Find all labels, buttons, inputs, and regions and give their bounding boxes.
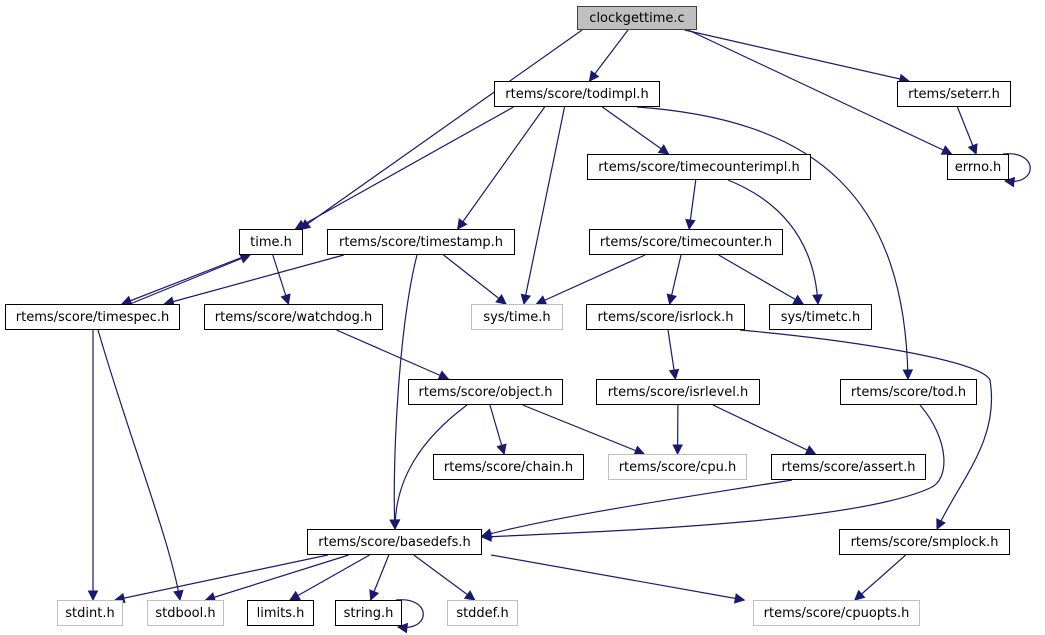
arrowhead-timecounter-to-isrlock	[666, 293, 677, 306]
arrowhead-timestamp-to-systime	[495, 293, 507, 305]
node-limits[interactable]: limits.h	[247, 600, 314, 626]
edge-timecounter-to-systime	[536, 254, 646, 305]
arrowhead-clockgettime-to-errno	[940, 145, 953, 155]
edge-errno-to-errno	[1002, 153, 1031, 183]
node-stddef: stddef.h	[447, 600, 518, 626]
node-seterr[interactable]: rtems/seterr.h	[897, 81, 1011, 107]
arrowhead-seterr-to-errno	[967, 143, 978, 156]
edge-time-to-timespec	[121, 254, 249, 305]
node-assert[interactable]: rtems/score/assert.h	[771, 454, 926, 480]
edge-string-to-string	[395, 599, 424, 629]
edge-timestamp-to-systime	[443, 254, 507, 305]
edge-basedefs-to-stdint	[114, 554, 329, 601]
edge-todimpl-to-time	[295, 106, 514, 230]
node-todimpl[interactable]: rtems/score/todimpl.h	[494, 81, 660, 107]
edge-timecounterimpl-to-systimetc	[727, 179, 819, 305]
node-chain[interactable]: rtems/score/chain.h	[433, 454, 584, 480]
edge-clockgettime-to-seterr	[684, 29, 909, 82]
edge-basedefs-to-stdbool	[205, 554, 349, 601]
edge-timespec-to-time	[129, 254, 251, 305]
node-tod[interactable]: rtems/score/tod.h	[840, 379, 977, 405]
arrowhead-object-to-chain	[496, 443, 507, 456]
edge-tod-to-basedefs	[481, 404, 945, 538]
arrowhead-isrlock-to-smplock	[936, 518, 946, 531]
edge-clockgettime-to-todimpl	[588, 29, 629, 82]
arrowhead-basedefs-to-limits	[289, 590, 301, 601]
edge-clockgettime-to-errno	[687, 29, 952, 155]
arrowhead-timespec-to-time	[239, 253, 252, 264]
arrowhead-basedefs-to-string	[369, 589, 380, 602]
arrowhead-basedefs-to-stddef	[463, 590, 476, 601]
arrowhead-todimpl-to-timecounterimpl	[657, 144, 670, 155]
edge-clockgettime-to-time	[299, 29, 583, 230]
edge-timespec-to-stdbool	[97, 329, 181, 601]
arrowhead-timespec-to-stdbool	[173, 589, 184, 602]
edge-object-to-basedefs	[394, 404, 468, 530]
arrowhead-timecounterimpl-to-timecounter	[685, 218, 696, 231]
arrowhead-time-to-watchdog	[280, 293, 291, 306]
node-stdbool: stdbool.h	[147, 600, 224, 626]
arrowhead-assert-to-basedefs	[480, 528, 493, 539]
node-time[interactable]: time.h	[239, 229, 303, 255]
node-isrlock[interactable]: rtems/score/isrlock.h	[586, 304, 745, 330]
node-systime: sys/time.h	[471, 304, 563, 330]
node-timestamp[interactable]: rtems/score/timestamp.h	[327, 229, 515, 255]
arrowhead-timecounter-to-systimetc	[792, 294, 805, 305]
arrowhead-todimpl-to-tod	[902, 369, 914, 381]
edge-todimpl-to-tod	[636, 106, 909, 380]
node-clockgettime: clockgettime.c	[577, 6, 697, 30]
node-watchdog[interactable]: rtems/score/watchdog.h	[204, 304, 383, 330]
edge-isrlevel-to-assert	[712, 404, 816, 455]
edge-basedefs-to-stddef	[413, 554, 476, 601]
arrowhead-clockgettime-to-todimpl	[588, 70, 600, 82]
arrowhead-todimpl-to-time	[294, 219, 307, 230]
arrowhead-errno-to-errno	[1003, 176, 1016, 188]
arrowhead-todimpl-to-systime	[520, 293, 532, 306]
node-basedefs[interactable]: rtems/score/basedefs.h	[307, 529, 482, 555]
node-systimetc[interactable]: sys/timetc.h	[769, 304, 872, 330]
node-timespec[interactable]: rtems/score/timespec.h	[5, 304, 180, 330]
arrowhead-timecounterimpl-to-systimetc	[812, 294, 823, 306]
node-timecounter[interactable]: rtems/score/timecounter.h	[589, 229, 783, 255]
arrowhead-timespec-to-stdint	[87, 590, 99, 602]
arrowhead-isrlevel-to-assert	[804, 445, 817, 455]
arrowhead-object-to-basedefs	[389, 519, 401, 531]
node-cpu: rtems/score/cpu.h	[608, 454, 747, 480]
edge-watchdog-to-object	[336, 329, 449, 380]
node-timecounterimpl[interactable]: rtems/score/timecounterimpl.h	[587, 154, 811, 180]
edge-object-to-cpu	[522, 404, 645, 455]
edge-basedefs-to-cpuopts	[491, 554, 745, 601]
edge-todimpl-to-systime	[523, 106, 566, 305]
arrowhead-isrlevel-to-cpu	[672, 444, 683, 456]
edge-timecounter-to-systimetc	[718, 254, 804, 305]
node-string[interactable]: string.h	[335, 600, 402, 626]
edge-basedefs-to-limits	[289, 554, 370, 601]
node-stdint: stdint.h	[57, 600, 123, 626]
edge-todimpl-to-timestamp	[457, 106, 546, 230]
edge-isrlock-to-smplock	[739, 329, 993, 530]
arrowhead-string-to-string	[396, 622, 409, 634]
edge-assert-to-basedefs	[481, 479, 793, 537]
node-isrlevel[interactable]: rtems/score/isrlevel.h	[596, 379, 760, 405]
arrowhead-todimpl-to-timestamp	[457, 218, 468, 230]
node-smplock[interactable]: rtems/score/smplock.h	[839, 529, 1010, 555]
node-cpuopts: rtems/score/cpuopts.h	[753, 600, 920, 626]
node-object[interactable]: rtems/score/object.h	[408, 379, 563, 405]
edge-todimpl-to-timecounterimpl	[601, 106, 669, 155]
node-errno[interactable]: errno.h	[947, 154, 1009, 180]
arrowhead-isrlock-to-isrlevel	[668, 368, 680, 381]
edge-smplock-to-cpuopts	[854, 554, 907, 601]
arrowhead-basedefs-to-cpuopts	[733, 593, 746, 604]
edge-timestamp-to-timespec	[164, 254, 344, 305]
edge-timestamp-to-basedefs	[393, 254, 418, 530]
arrowhead-smplock-to-cpuopts	[854, 589, 866, 601]
